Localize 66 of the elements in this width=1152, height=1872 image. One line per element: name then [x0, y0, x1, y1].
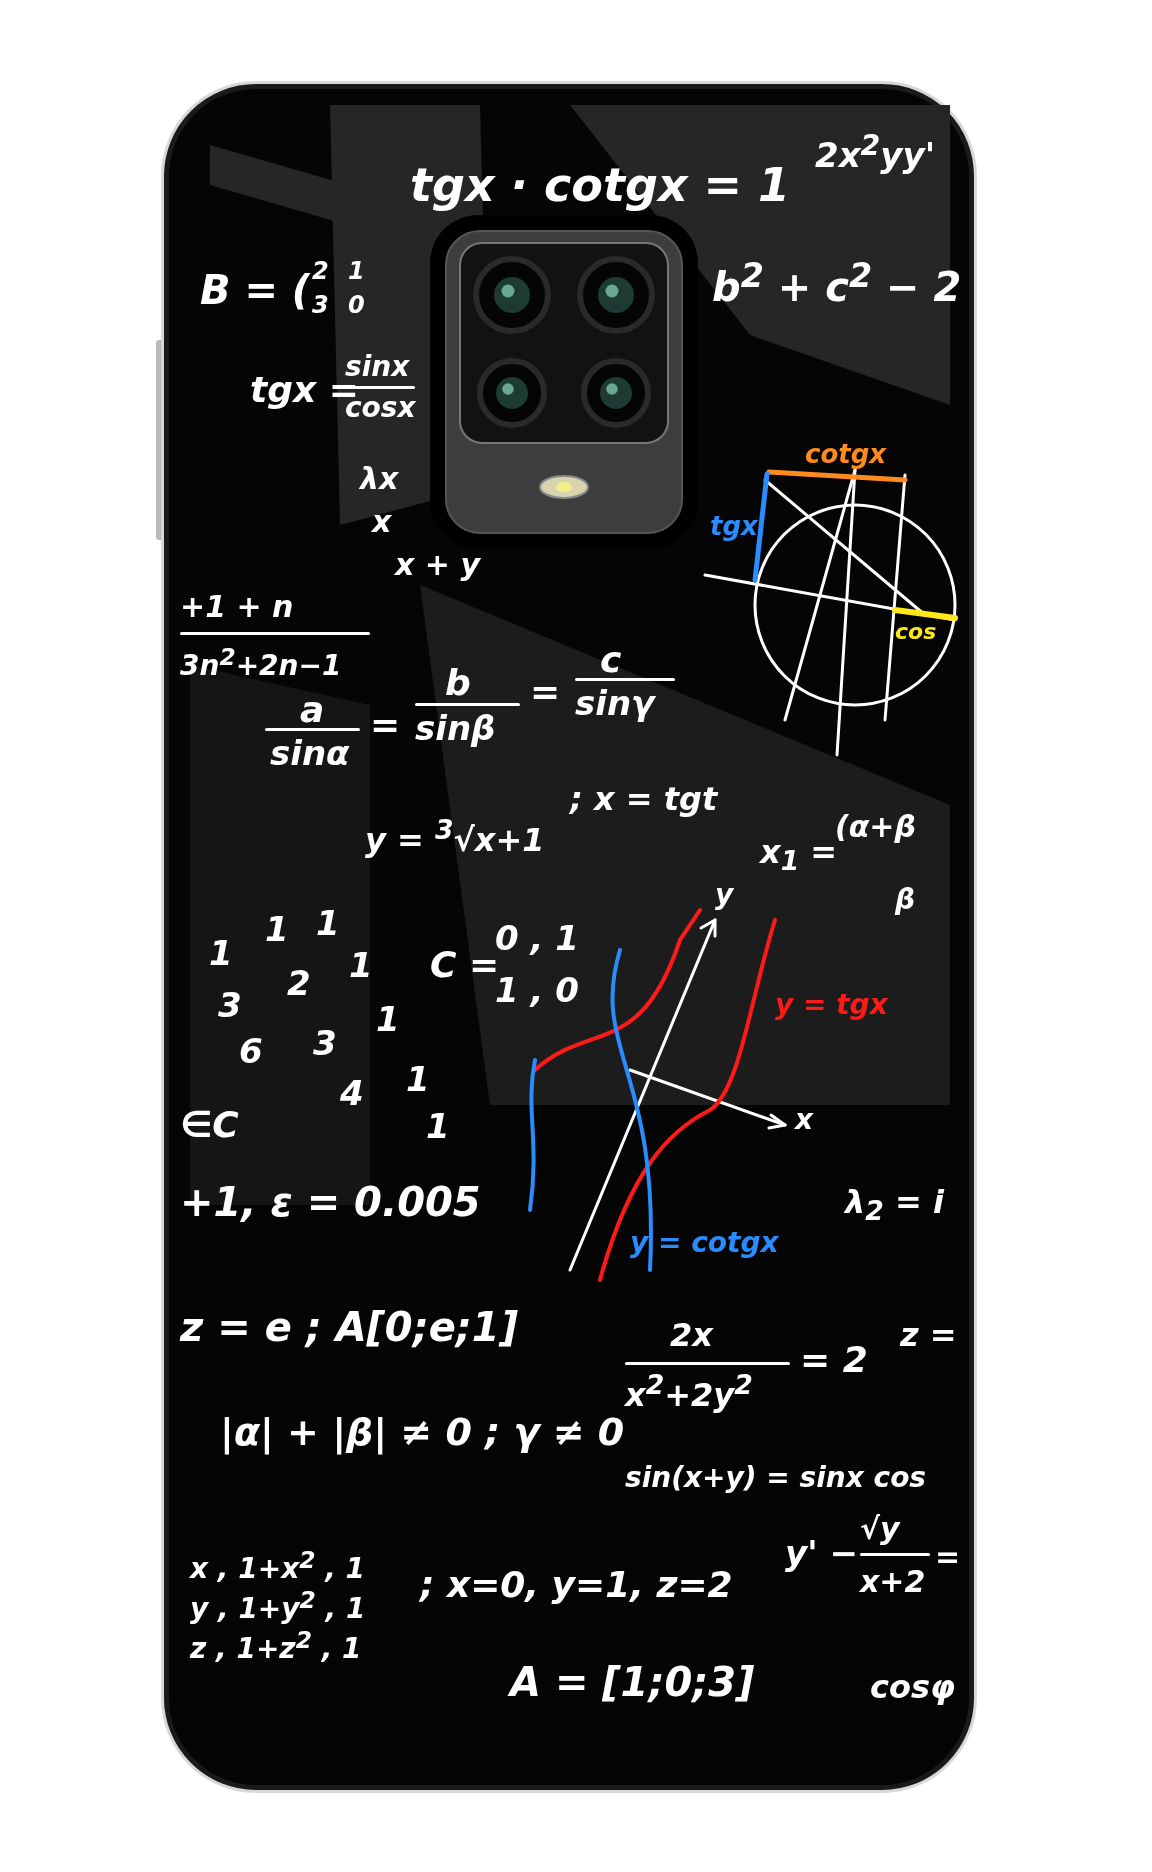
formula-text: =: [370, 705, 401, 745]
formula-text: sin(x+y) = sinx cos: [625, 1463, 927, 1494]
formula-text: sinγ: [575, 685, 655, 723]
formula-text: sinβ: [415, 710, 496, 748]
formula-text: x + y: [395, 548, 480, 581]
formula-text: |α| + |β| ≠ 0 ; γ ≠ 0: [220, 1412, 625, 1454]
formula-text: (α+β: [835, 810, 916, 843]
graph-label: cos: [895, 620, 937, 645]
formula-text: tgx · cotgx = 1: [410, 160, 791, 211]
formula-text: =: [530, 672, 561, 712]
formula-text: x: [372, 505, 392, 538]
formula-text: x$_{1}$ =: [760, 835, 838, 876]
formula-text: 1: [406, 1061, 430, 1099]
formula-text: β: [895, 885, 916, 916]
formula-text: x+2: [860, 1565, 926, 1598]
formula-text: 2: [287, 965, 311, 1003]
formula-text: ∈C: [180, 1105, 239, 1145]
formula-text: b$^{2}$ + c$^{2}$ − 2: [712, 258, 962, 310]
formula-text: 4: [340, 1075, 364, 1113]
formula-text: 1: [209, 935, 233, 973]
formula-text: =: [935, 1540, 961, 1573]
formula-text: 1: [348, 258, 365, 285]
formula-text: = 2: [800, 1340, 868, 1380]
formula-text: 1: [426, 1108, 450, 1146]
formula-text: B = (: [200, 268, 311, 312]
formula-text: a: [300, 690, 325, 730]
formula-text: 3: [218, 987, 242, 1025]
formula-text: √y: [860, 1512, 900, 1545]
formula-text: +1 + n: [180, 590, 294, 623]
formula-text: 2x: [670, 1318, 713, 1354]
formula-text: 1: [265, 911, 289, 949]
formula-text: 0: [348, 292, 365, 319]
graph-label: cotgx: [805, 440, 887, 469]
formula-text: x , 1+x$^{2}$ , 1: [190, 1548, 366, 1586]
formula-text: z = e ; A[0;e;1]: [180, 1305, 518, 1349]
formula-text: +1, ε = 0.005: [180, 1180, 481, 1224]
formula-text: c: [600, 640, 622, 680]
graph-label: y = cotgx: [630, 1228, 779, 1259]
formula-text: y: [715, 880, 734, 911]
formula-text: 3: [312, 292, 329, 319]
formula-text: 1: [376, 1001, 400, 1039]
formula-text: 6: [239, 1033, 263, 1071]
formula-text: b: [445, 663, 471, 703]
formula-text: x$^{2}$+2y$^{2}$: [625, 1370, 753, 1413]
formula-text: z , 1+z$^{2}$ , 1: [190, 1628, 362, 1666]
formula-text: 0 , 1: [495, 920, 579, 958]
graph-label: tgx: [710, 512, 758, 541]
formula-text: 3: [313, 1025, 337, 1063]
formula-text: ; x = tgt: [570, 782, 718, 818]
formula-text: 1 , 0: [495, 972, 579, 1010]
formula-text: 2x$^{2}$yy': [815, 130, 936, 175]
formula-text: 2: [312, 258, 329, 285]
formula-text: cosφ: [870, 1670, 956, 1706]
formula-text: y' −: [785, 1535, 858, 1573]
formula-text: 1: [349, 947, 373, 985]
formula-text: 3n$^{2}$+2n−1: [180, 645, 342, 683]
formula-text: λ$_{2}$ = i: [845, 1185, 944, 1226]
formula-text: λx: [360, 462, 399, 495]
formula-text: ; x=0, y=1, z=2: [420, 1565, 733, 1605]
formula-text: 1: [316, 905, 340, 943]
formula-text: z =: [900, 1318, 957, 1354]
graph-label: y = tgx: [775, 990, 888, 1021]
formula-text: y = $^{3}$√x+1: [365, 815, 545, 858]
formula-text: sinα: [270, 735, 350, 773]
formula-text: y , 1+y$^{2}$ , 1: [190, 1588, 366, 1626]
formula-text: x: [795, 1105, 814, 1136]
